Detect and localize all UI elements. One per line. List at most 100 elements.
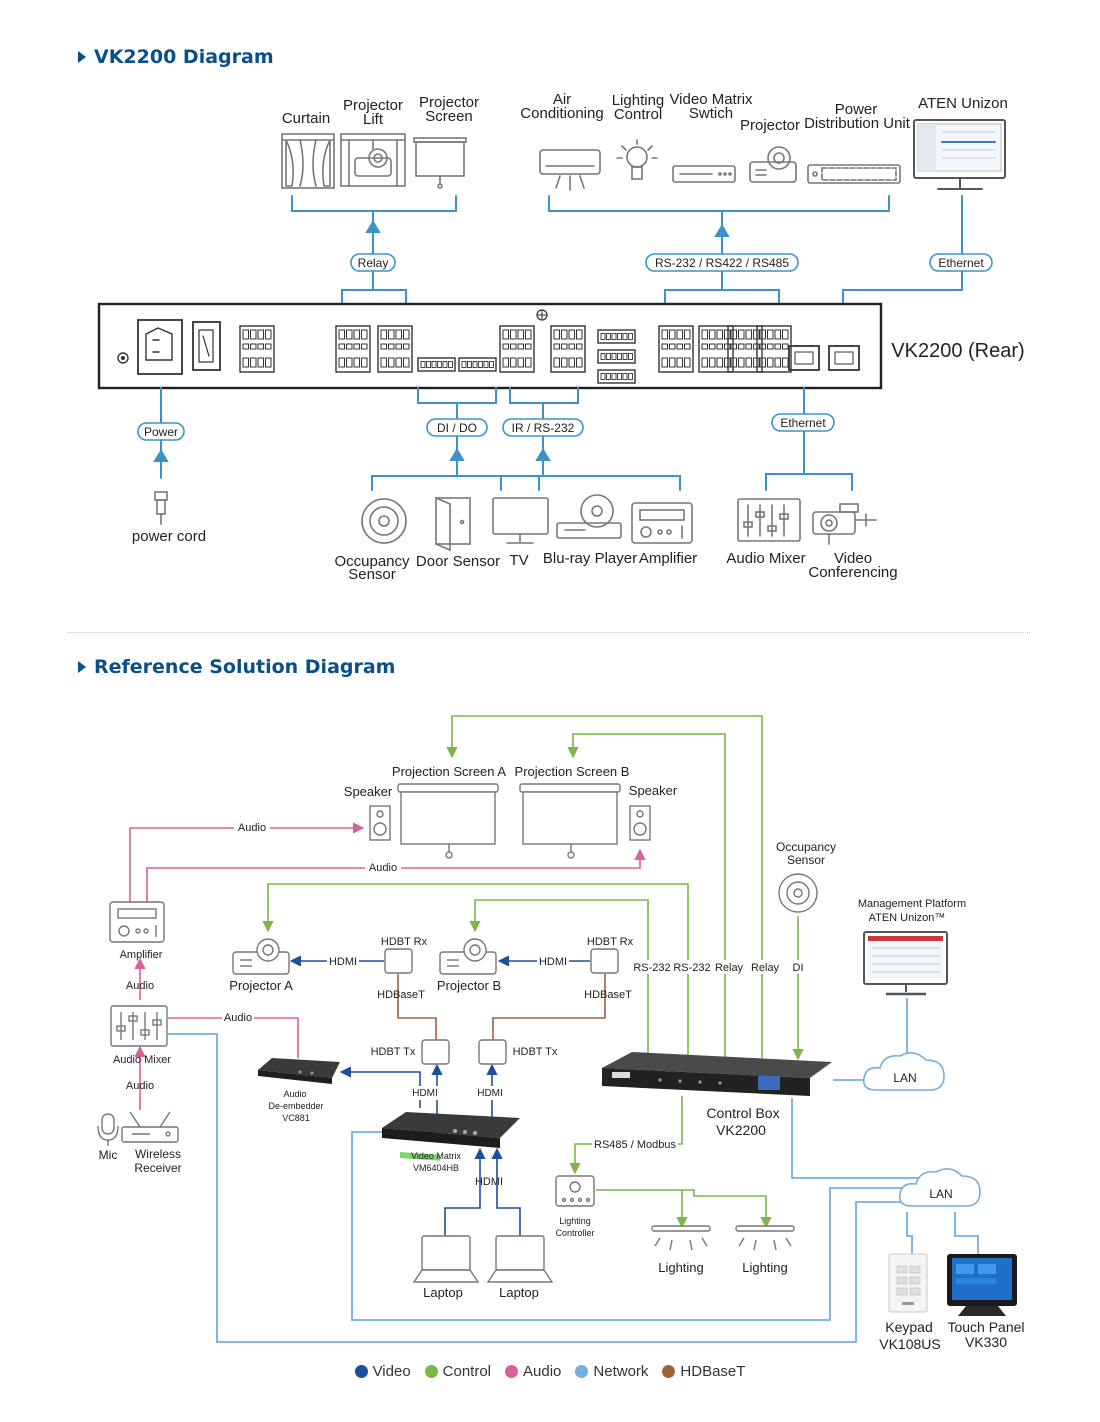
- door-sensor-icon: [435, 497, 471, 552]
- svg-text:Ethernet: Ethernet: [780, 416, 826, 430]
- label-hdmi-d: HDMI: [477, 1088, 503, 1099]
- label-relay-1: Relay: [715, 962, 744, 974]
- badge-serial: RS-232 / RS422 / RS485: [645, 253, 799, 272]
- section-title-text: Reference Solution Diagram: [94, 656, 396, 678]
- reference-solution-diagram: Projection Screen A Projection Screen B …: [97, 715, 1025, 1352]
- label-tv: TV: [509, 552, 528, 569]
- video-matrix-device: [382, 1112, 520, 1161]
- occupancy-sensor-icon: [361, 498, 407, 544]
- legend-label: Network: [593, 1363, 649, 1380]
- label-occupancy-2: Sensor: [348, 566, 396, 583]
- speaker-left-icon: [369, 805, 391, 841]
- play-triangle-icon: [78, 51, 86, 63]
- relay-bracket: [291, 195, 457, 255]
- label-vk108us: VK108US: [879, 1336, 940, 1352]
- terminal-block: [499, 325, 535, 373]
- label-lighting-1: Lighting: [658, 1260, 704, 1275]
- audio-mixer-icon: [110, 1005, 168, 1047]
- badge-ir-rs232: IR / RS-232: [502, 418, 584, 437]
- label-projector-b: Projector B: [437, 978, 501, 993]
- label-video-matrix: Video Matrix: [411, 1151, 461, 1161]
- management-platform-monitor-icon: [863, 931, 948, 996]
- keypad-vk108us-device: [888, 1253, 928, 1313]
- power-switch-icon: [192, 321, 221, 371]
- label-management-1: Management Platform: [858, 898, 966, 910]
- legend-label: Audio: [523, 1363, 562, 1380]
- label-air-conditioning-1: Air: [553, 91, 571, 108]
- terminal-block: [727, 325, 763, 373]
- label-rs232-2: RS-232: [673, 962, 710, 974]
- laptop-2-icon: [486, 1235, 554, 1283]
- label-projection-screen-a: Projection Screen A: [392, 764, 507, 779]
- legend-label: Control: [442, 1363, 492, 1380]
- ir-lines: [500, 387, 681, 491]
- badge-di-do: DI / DO: [426, 418, 488, 437]
- badge-relay: Relay: [350, 253, 396, 272]
- touch-panel-vk330-device: [947, 1254, 1017, 1316]
- legend-dot-network: [575, 1365, 589, 1378]
- label-projector-lift-2: Lift: [363, 111, 384, 128]
- svg-text:Relay: Relay: [358, 256, 389, 270]
- label-audio-4: Audio: [224, 1012, 252, 1024]
- audio-deembedder-device: [258, 1058, 340, 1084]
- power-line: [153, 387, 169, 479]
- projector-icon: [749, 146, 797, 183]
- label-projector-screen-2: Screen: [425, 108, 473, 125]
- curtain-icon: [281, 133, 335, 189]
- label-curtain: Curtain: [282, 110, 330, 127]
- label-lan-2: LAN: [929, 1187, 952, 1201]
- projector-a-icon: [232, 938, 290, 975]
- label-wireless-1: Wireless: [135, 1147, 181, 1161]
- label-touch-panel: Touch Panel: [947, 1319, 1024, 1335]
- terminal-block-flat: [597, 349, 636, 364]
- svg-text:Ethernet: Ethernet: [938, 256, 984, 270]
- label-hdbaset-a: HDBaseT: [377, 989, 425, 1001]
- label-hdbt-rx-b: HDBT Rx: [587, 936, 634, 948]
- lan-cloud-1: [862, 1052, 945, 1091]
- section-title-text: VK2200 Diagram: [94, 46, 274, 68]
- label-air-conditioning-2: Conditioning: [520, 105, 603, 122]
- label-wireless-2: Receiver: [134, 1161, 181, 1175]
- aten-unizon-monitor-icon: [913, 119, 1006, 190]
- legend-dot-control: [424, 1365, 438, 1378]
- vk2200-rear-panel: [97, 302, 883, 390]
- label-hdbt-tx-a: HDBT Tx: [371, 1046, 416, 1058]
- amplifier-icon: [631, 502, 693, 544]
- label-projector-screen-1: Projector: [419, 94, 479, 111]
- label-projector-lift-1: Projector: [343, 97, 403, 114]
- label-audio-3: Audio: [126, 980, 154, 992]
- terminal-blocks: [239, 325, 792, 384]
- label-management-2: ATEN Unizon™: [869, 912, 946, 924]
- label-hdmi-e: HDMI: [475, 1176, 503, 1188]
- lan-cloud-2: [898, 1168, 981, 1207]
- power-cord-icon: [154, 491, 168, 525]
- label-lighting-controller-1: Lighting: [559, 1216, 591, 1226]
- hdbt-rx-b-box: [590, 948, 619, 974]
- legend-label: Video: [372, 1363, 411, 1380]
- vk2200-diagram: Curtain Projector Lift Projector Screen …: [97, 91, 1025, 583]
- label-laptop-2: Laptop: [499, 1285, 539, 1300]
- legend-label: HDBaseT: [680, 1363, 746, 1380]
- projection-screen-a-icon: [397, 783, 499, 859]
- label-lighting-control-2: Control: [614, 106, 662, 123]
- label-aten-unizon: ATEN Unizon: [918, 95, 1008, 112]
- label-di: DI: [793, 962, 804, 974]
- section-title-reference: Reference Solution Diagram: [78, 656, 395, 678]
- serial-bracket: [548, 195, 890, 255]
- legend-item-audio: Audio: [505, 1363, 561, 1380]
- badge-power: Power: [137, 422, 185, 441]
- label-speaker-right: Speaker: [629, 783, 678, 798]
- label-hdmi-c: HDMI: [412, 1088, 438, 1099]
- label-hdbt-rx-a: HDBT Rx: [381, 936, 428, 948]
- lighting-controller-icon: [555, 1175, 595, 1207]
- label-projector-a: Projector A: [229, 978, 293, 993]
- label-pdu-2: Distribution Unit: [804, 115, 911, 132]
- label-deembedder-1: Audio: [283, 1089, 306, 1099]
- label-lighting-2: Lighting: [742, 1260, 788, 1275]
- label-amplifier: Amplifier: [120, 949, 163, 961]
- label-rs485-modbus: RS485 / Modbus: [594, 1139, 676, 1151]
- label-vk330: VK330: [965, 1334, 1007, 1350]
- label-occupancy-1: Occupancy: [776, 840, 836, 854]
- terminal-block: [335, 325, 371, 373]
